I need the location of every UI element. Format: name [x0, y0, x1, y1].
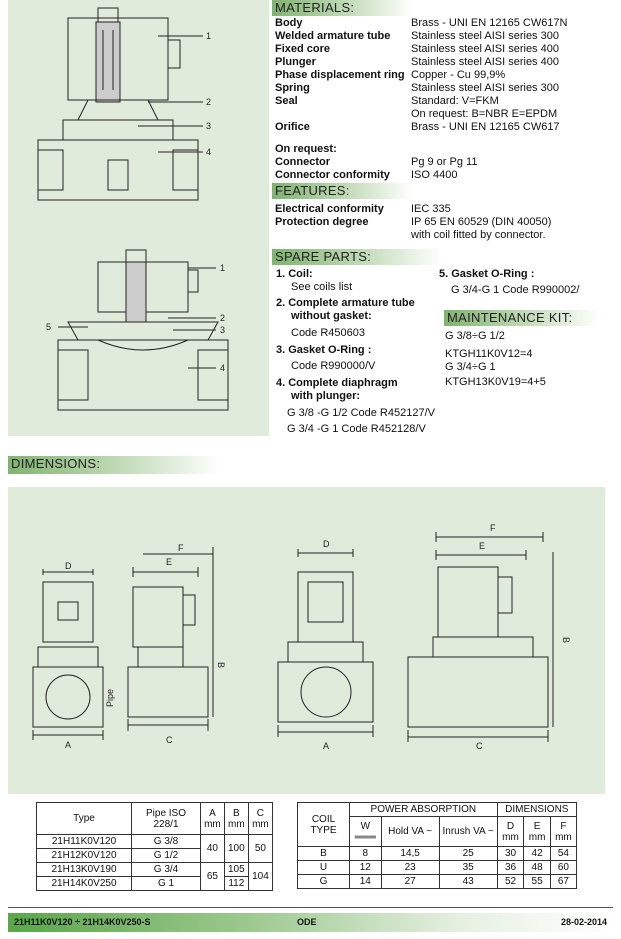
footer-brand: ODE: [297, 917, 317, 927]
material-row: On request: B=NBR E=EPDM: [411, 108, 558, 120]
spare-3: 3. Gasket O-Ring :: [276, 344, 372, 356]
footer-bar: 21H11K0V120 ÷ 21H14K0V250-S ODE 28-02-20…: [8, 913, 613, 932]
spare-2: 2. Complete armature tube: [276, 297, 415, 309]
spare-2b: without gasket:: [291, 310, 372, 322]
footer-date: 28-02-2014: [560, 917, 607, 927]
svg-text:Pipe: Pipe: [105, 689, 115, 707]
svg-text:D: D: [323, 539, 330, 549]
features-header: FEATURES:: [272, 183, 412, 199]
svg-text:4: 4: [206, 147, 211, 157]
valve-cross-section-drawing: 1 2 3 4 1 2 3 4 5: [37, 7, 229, 411]
svg-text:C: C: [166, 735, 173, 745]
svg-text:A: A: [65, 740, 71, 750]
feature-note: with coil fitted by connector.: [411, 229, 546, 241]
svg-text:4: 4: [220, 363, 225, 373]
spare-1-detail: See coils list: [291, 281, 353, 293]
spare-2-detail: Code R450603: [291, 327, 366, 339]
spare-4-detail: G 3/8 -G 1/2 Code R452127/V: [287, 407, 435, 419]
svg-text:5: 5: [46, 322, 51, 332]
spare-4b: with plunger:: [291, 390, 361, 402]
kit-line: KTGH11K0V12=4: [445, 348, 533, 360]
svg-text:B: B: [561, 637, 571, 643]
footer-model-range: 21H11K0V120 ÷ 21H14K0V250-S: [14, 917, 151, 927]
spare-1: 1. Coil:: [276, 268, 313, 280]
svg-text:E: E: [166, 557, 172, 567]
svg-text:E: E: [479, 541, 485, 551]
spare-5-detail: G 3/4-G 1 Code R990002/: [451, 284, 580, 296]
svg-text:1: 1: [220, 263, 225, 273]
svg-text:2: 2: [220, 313, 225, 323]
kit-line: KTGH13K0V19=4+5: [445, 376, 546, 388]
dimensions-header: DIMENSIONS:: [8, 456, 220, 474]
kit-line: G 3/4÷G 1: [445, 361, 496, 373]
footer-divider: [8, 907, 613, 908]
materials-header: MATERIALS:: [272, 0, 412, 16]
svg-text:F: F: [490, 523, 496, 533]
svg-text:3: 3: [220, 325, 225, 335]
svg-text:1: 1: [206, 31, 211, 41]
svg-text:C: C: [476, 741, 483, 751]
svg-text:F: F: [178, 543, 184, 553]
maintenance-kit-header: MAINTENANCE KIT:: [444, 310, 599, 326]
spare-parts-header: SPARE PARTS:: [272, 249, 442, 265]
kit-line: G 3/8÷G 1/2: [445, 330, 505, 342]
spare-4-detail: G 3/4 -G 1 Code R452128/V: [287, 423, 426, 435]
svg-text:B: B: [216, 662, 226, 668]
svg-text:A: A: [323, 741, 329, 751]
on-request-label: On request:: [275, 143, 337, 155]
svg-text:2: 2: [206, 97, 211, 107]
valve-section-drawings: 1 2 3 4 1 2 3 4 5: [8, 0, 269, 436]
spare-3-detail: Code R990000/V: [291, 360, 376, 372]
spare-5: 5. Gasket O-Ring :: [439, 268, 535, 280]
spare-4: 4. Complete diaphragm: [276, 377, 398, 389]
svg-text:3: 3: [206, 121, 211, 131]
svg-text:D: D: [65, 561, 72, 571]
